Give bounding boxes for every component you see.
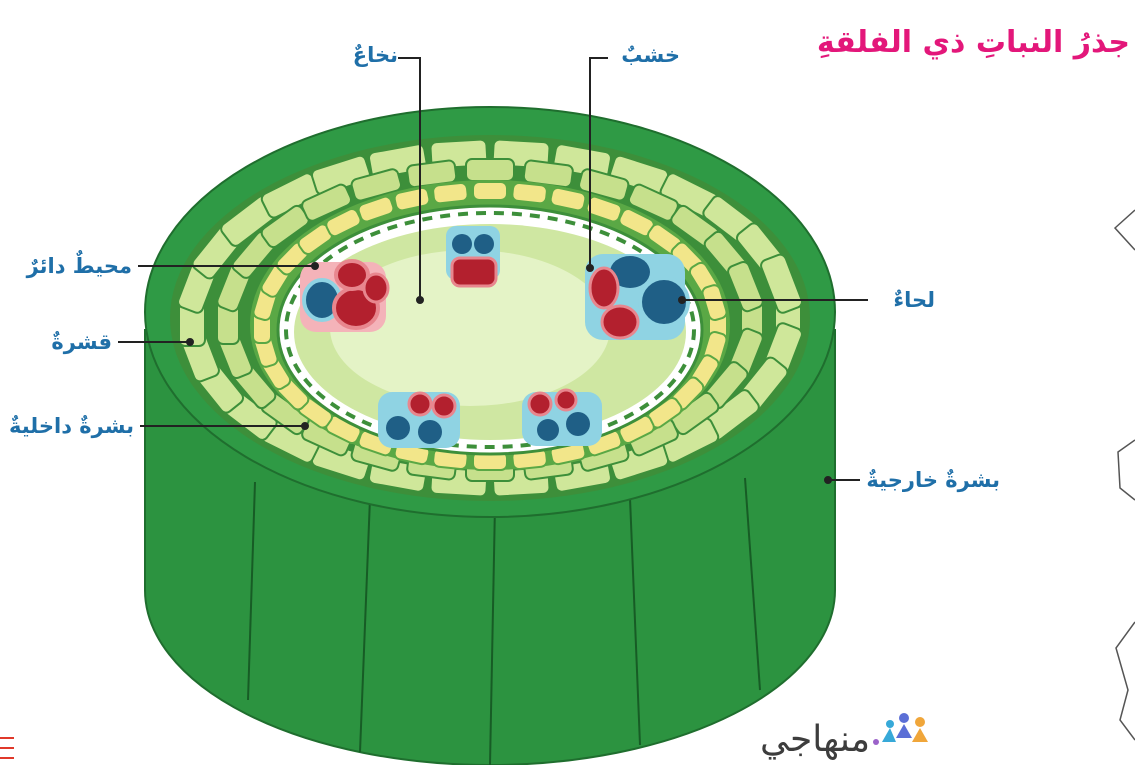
- edge-decoration: [1115, 210, 1135, 740]
- vascular-bundle-lower-right: [522, 390, 602, 446]
- endodermis-cell: [512, 182, 548, 203]
- pericycle-label: محيطٌ دائرٌ: [27, 256, 132, 277]
- cortex-cell: [466, 159, 514, 181]
- cortex-label: قشرةٌ: [51, 332, 112, 353]
- vascular-bundle-upper-left: [300, 261, 388, 332]
- edge-mark: [0, 738, 14, 758]
- pith-label: نخاعٌ: [353, 45, 398, 66]
- endodermis-cell: [433, 182, 469, 203]
- xylem-label: خشبٌ: [621, 45, 680, 66]
- brand-name: منهاجي: [760, 722, 870, 758]
- endodermis-cell: [473, 182, 507, 200]
- diagram-title: جذرُ النباتِ ذي الفلقةِ: [817, 28, 1130, 58]
- vascular-bundle-top: [446, 226, 500, 286]
- people-logo-icon: [873, 713, 928, 745]
- vascular-bundle-right: [585, 254, 688, 340]
- epidermis-label: بشرةٌ خارجيةٌ: [866, 470, 1000, 491]
- vascular-bundle-lower-left: [378, 392, 460, 448]
- endodermis-label: بشرةٌ داخليةٌ: [9, 416, 134, 437]
- phloem-label: لحاءٌ: [893, 290, 935, 311]
